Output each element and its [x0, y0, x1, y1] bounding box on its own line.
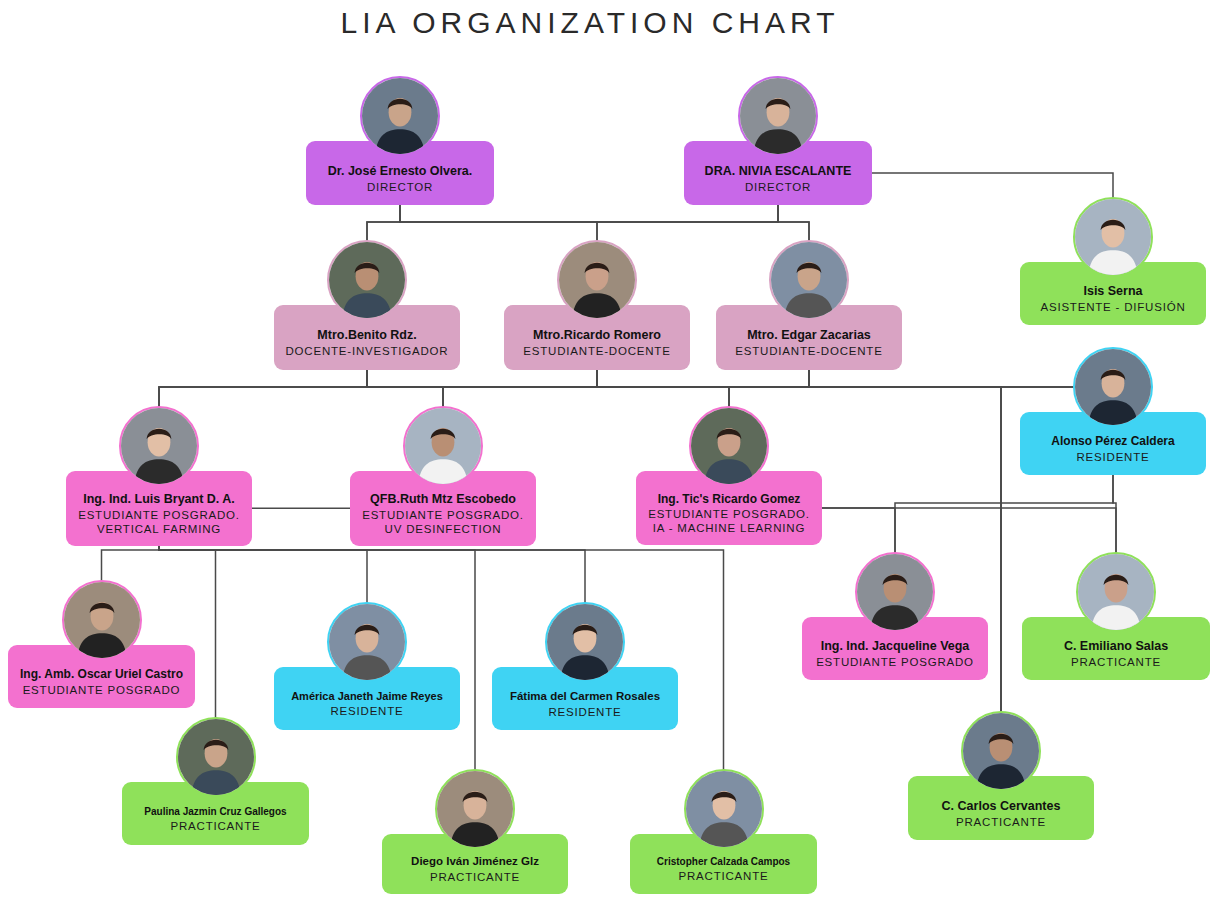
portrait-silhouette: [178, 719, 254, 795]
person-role: RESIDENTE: [548, 706, 621, 720]
person-name: Paulina Jazmin Cruz Gallegos: [144, 806, 286, 818]
org-connector: [159, 370, 597, 471]
portrait-photo: [738, 76, 818, 156]
person-role: PRACTICANTE: [679, 870, 769, 884]
person-name: DRA. NIVIA ESCALANTE: [705, 164, 852, 179]
portrait-photo: [769, 240, 849, 320]
portrait-photo: [1073, 347, 1153, 427]
person-role: PRACTICANTE: [171, 820, 261, 834]
portrait-silhouette: [437, 771, 513, 847]
person-name: QFB.Ruth Mtz Escobedo: [370, 492, 516, 507]
person-role: ESTUDIANTE POSGRADO: [23, 684, 181, 698]
person-role: DOCENTE-INVESTIGADOR: [286, 345, 449, 359]
person-role: RESIDENTE: [330, 705, 403, 719]
portrait-photo: [327, 240, 407, 320]
person-role: ESTUDIANTE POSGRADO. UV DESINFECTION: [356, 509, 530, 537]
person-name: Mtro.Ricardo Romero: [533, 328, 661, 343]
person-role: PRACTICANTE: [1071, 656, 1161, 670]
person-name: Isis Serna: [1083, 284, 1142, 299]
person-role: ESTUDIANTE POSGRADO: [816, 656, 974, 670]
chart-title: LIA ORGANIZATION CHART: [250, 6, 930, 40]
person-name: Ing. Ind. Luis Bryant D. A.: [83, 492, 235, 507]
person-role: DIRECTOR: [745, 181, 811, 195]
portrait-photo: [176, 717, 256, 797]
person-name: Ing. Amb. Oscar Uriel Castro: [20, 667, 183, 681]
person-name: Dr. José Ernesto Olvera.: [328, 164, 473, 179]
portrait-silhouette: [362, 78, 438, 154]
person-name: Alonso Pérez Caldera: [1051, 434, 1174, 448]
portrait-photo: [557, 240, 637, 320]
org-connector: [367, 370, 1001, 776]
portrait-silhouette: [547, 604, 623, 680]
portrait-photo: [360, 76, 440, 156]
person-name: Cristopher Calzada Campos: [657, 856, 790, 868]
person-role: PRACTICANTE: [430, 871, 520, 885]
org-connector: [809, 370, 1113, 412]
person-role: ESTUDIANTE POSGRADO. VERTICAL FARMING: [72, 509, 246, 537]
person-role: PRACTICANTE: [956, 816, 1046, 830]
portrait-photo: [855, 552, 935, 632]
portrait-photo: [62, 580, 142, 660]
portrait-photo: [1073, 197, 1153, 277]
portrait-silhouette: [64, 582, 140, 658]
portrait-photo: [684, 769, 764, 849]
portrait-silhouette: [1075, 349, 1151, 425]
portrait-silhouette: [771, 242, 847, 318]
portrait-photo: [545, 602, 625, 682]
portrait-silhouette: [691, 408, 767, 484]
person-role: ESTUDIANTE-DOCENTE: [523, 345, 670, 359]
portrait-silhouette: [405, 408, 481, 484]
person-role: RESIDENTE: [1076, 451, 1149, 465]
portrait-photo: [689, 406, 769, 486]
person-name: Ing. Ind. Jacqueline Vega: [821, 639, 970, 654]
portrait-photo: [435, 769, 515, 849]
org-connector: [809, 370, 1001, 776]
portrait-photo: [1076, 552, 1156, 632]
person-name: C. Emiliano Salas: [1064, 639, 1168, 654]
person-role: ASISTENTE - DIFUSIÓN: [1040, 301, 1185, 315]
portrait-silhouette: [329, 604, 405, 680]
person-name: Mtro.Benito Rdz.: [317, 328, 416, 343]
portrait-silhouette: [686, 771, 762, 847]
person-name: C. Carlos Cervantes: [942, 799, 1061, 814]
person-name: Mtro. Edgar Zacarias: [747, 328, 871, 343]
portrait-silhouette: [963, 713, 1039, 789]
person-role: ESTUDIANTE POSGRADO. IA - MACHINE LEARNI…: [642, 508, 816, 536]
org-connector: [597, 370, 1113, 412]
org-connector: [252, 508, 350, 510]
portrait-photo: [403, 406, 483, 486]
portrait-silhouette: [857, 554, 933, 630]
person-name: Diego Iván Jiménez Glz: [411, 855, 539, 869]
person-name: América Janeth Jaime Reyes: [291, 690, 443, 703]
org-connector: [159, 546, 475, 834]
person-role: ESTUDIANTE-DOCENTE: [735, 345, 882, 359]
portrait-photo: [327, 602, 407, 682]
portrait-silhouette: [559, 242, 635, 318]
portrait-silhouette: [1075, 199, 1151, 275]
portrait-silhouette: [1078, 554, 1154, 630]
portrait-silhouette: [121, 408, 197, 484]
portrait-photo: [961, 711, 1041, 791]
person-name: Ing. Tic's Ricardo Gomez: [658, 492, 801, 506]
portrait-photo: [119, 406, 199, 486]
person-role: DIRECTOR: [367, 181, 433, 195]
portrait-silhouette: [740, 78, 816, 154]
person-name: Fátima del Carmen Rosales: [510, 690, 660, 704]
portrait-silhouette: [329, 242, 405, 318]
